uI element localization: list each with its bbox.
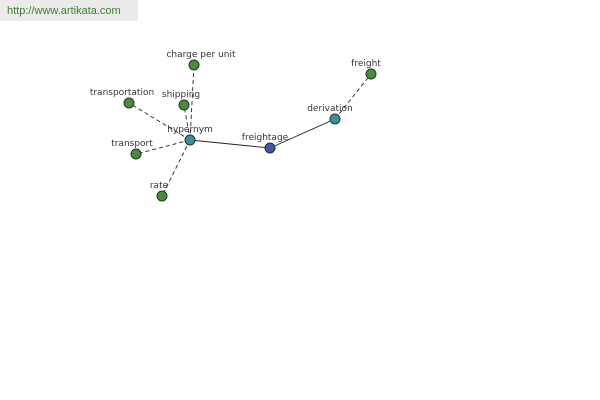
node-freightage[interactable]: freightage bbox=[242, 133, 289, 154]
node-hypernym[interactable]: hypernym bbox=[167, 125, 213, 146]
edge-hypernym-charge-per-unit bbox=[189, 64, 195, 141]
edge-hypernym-shipping bbox=[183, 104, 191, 141]
node-dot-charge-per-unit[interactable] bbox=[188, 59, 200, 71]
url-bar: http://www.artikata.com bbox=[0, 0, 138, 21]
edge-hypernym-transportation bbox=[128, 102, 191, 141]
node-label-transport[interactable]: transport bbox=[111, 139, 153, 149]
node-dot-shipping[interactable] bbox=[178, 99, 190, 111]
node-charge-per-unit[interactable]: charge per unit bbox=[166, 50, 236, 71]
node-dot-freight[interactable] bbox=[365, 68, 377, 80]
node-dot-derivation[interactable] bbox=[329, 113, 341, 125]
node-label-rate[interactable]: rate bbox=[150, 181, 169, 191]
edge-hypernym-freightage bbox=[189, 139, 271, 149]
graph-edges bbox=[128, 64, 372, 197]
graph-nodes: hypernym freightage derivation freight charg… bbox=[90, 50, 381, 202]
node-dot-transportation[interactable] bbox=[123, 97, 135, 109]
node-dot-hypernym[interactable] bbox=[184, 134, 196, 146]
node-label-freightage[interactable]: freightage bbox=[242, 133, 289, 143]
node-shipping[interactable]: shipping bbox=[162, 90, 200, 111]
node-label-hypernym[interactable]: hypernym bbox=[167, 125, 213, 135]
node-dot-transport[interactable] bbox=[130, 148, 142, 160]
node-label-derivation[interactable]: derivation bbox=[307, 104, 353, 114]
edge-derivation-freight bbox=[334, 73, 372, 120]
site-url-link[interactable]: http://www.artikata.com bbox=[7, 5, 121, 17]
node-label-charge-per-unit[interactable]: charge per unit bbox=[166, 50, 236, 60]
node-label-shipping[interactable]: shipping bbox=[162, 90, 200, 100]
node-label-freight[interactable]: freight bbox=[351, 59, 381, 69]
node-derivation[interactable]: derivation bbox=[307, 104, 353, 125]
node-freight[interactable]: freight bbox=[351, 59, 381, 80]
edge-freightage-derivation bbox=[269, 118, 336, 149]
node-dot-freightage[interactable] bbox=[264, 142, 276, 154]
edge-hypernym-rate bbox=[161, 139, 191, 197]
node-label-transportation[interactable]: transportation bbox=[90, 88, 154, 98]
node-transport[interactable]: transport bbox=[111, 139, 153, 160]
edge-hypernym-transport bbox=[135, 139, 191, 155]
node-dot-rate[interactable] bbox=[156, 190, 168, 202]
node-rate[interactable]: rate bbox=[150, 181, 169, 202]
node-transportation[interactable]: transportation bbox=[90, 88, 154, 109]
